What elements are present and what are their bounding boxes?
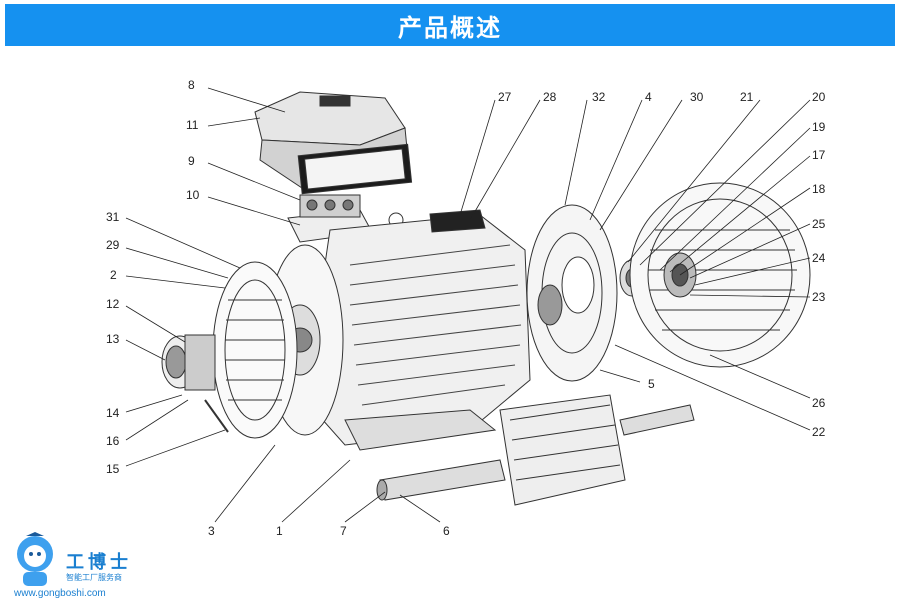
callout-13: 13: [106, 332, 120, 346]
mascot-icon: [17, 532, 53, 586]
non-drive-end-shield: [526, 204, 618, 382]
title-banner: 产品概述: [5, 4, 895, 46]
brand-name: 工博士: [66, 552, 132, 573]
callout-15: 15: [106, 462, 120, 476]
right-fan-cover: [629, 182, 811, 368]
callout-28: 28: [543, 90, 557, 104]
exploded-motor-diagram: [125, 87, 811, 523]
callout-4: 4: [645, 90, 652, 104]
callout-32: 32: [592, 90, 606, 104]
callout-21: 21: [740, 90, 754, 104]
watermark-logo: 工博士 智能工厂服务商 www.gongboshi.com: [6, 530, 186, 610]
callout-27: 27: [498, 90, 512, 104]
brand-url: www.gongboshi.com: [14, 588, 106, 599]
callout-17: 17: [812, 148, 826, 162]
callout-6: 6: [443, 524, 450, 538]
callout-29: 29: [106, 238, 120, 252]
callout-11: 11: [186, 118, 199, 132]
callout-31: 31: [106, 210, 120, 224]
terminal-box-cover: [254, 91, 413, 195]
callout-30: 30: [690, 90, 704, 104]
callout-10: 10: [186, 188, 200, 202]
callout-3: 3: [208, 524, 215, 538]
callout-5: 5: [648, 377, 655, 391]
callout-20: 20: [812, 90, 826, 104]
page-title: 产品概述: [398, 13, 502, 42]
callout-18: 18: [812, 182, 826, 196]
callout-12: 12: [106, 297, 120, 311]
callout-8: 8: [188, 78, 195, 92]
callout-23: 23: [812, 290, 826, 304]
left-fan-cover: [212, 261, 298, 439]
callout-24: 24: [812, 251, 826, 265]
leader-lines: [125, 87, 811, 523]
bearing-cap-left: [161, 334, 229, 433]
callout-1: 1: [276, 524, 283, 538]
callout-14: 14: [106, 406, 120, 420]
stator-housing: [304, 209, 531, 451]
callout-19: 19: [812, 120, 826, 134]
callout-22: 22: [812, 425, 826, 439]
brand-tagline: 智能工厂服务商: [66, 573, 122, 582]
callout-25: 25: [812, 217, 826, 231]
callout-7: 7: [340, 524, 347, 538]
rotor-assembly: [376, 394, 695, 506]
callout-16: 16: [106, 434, 120, 448]
callout-2: 2: [110, 268, 117, 282]
callout-9: 9: [188, 154, 195, 168]
callout-26: 26: [812, 396, 826, 410]
